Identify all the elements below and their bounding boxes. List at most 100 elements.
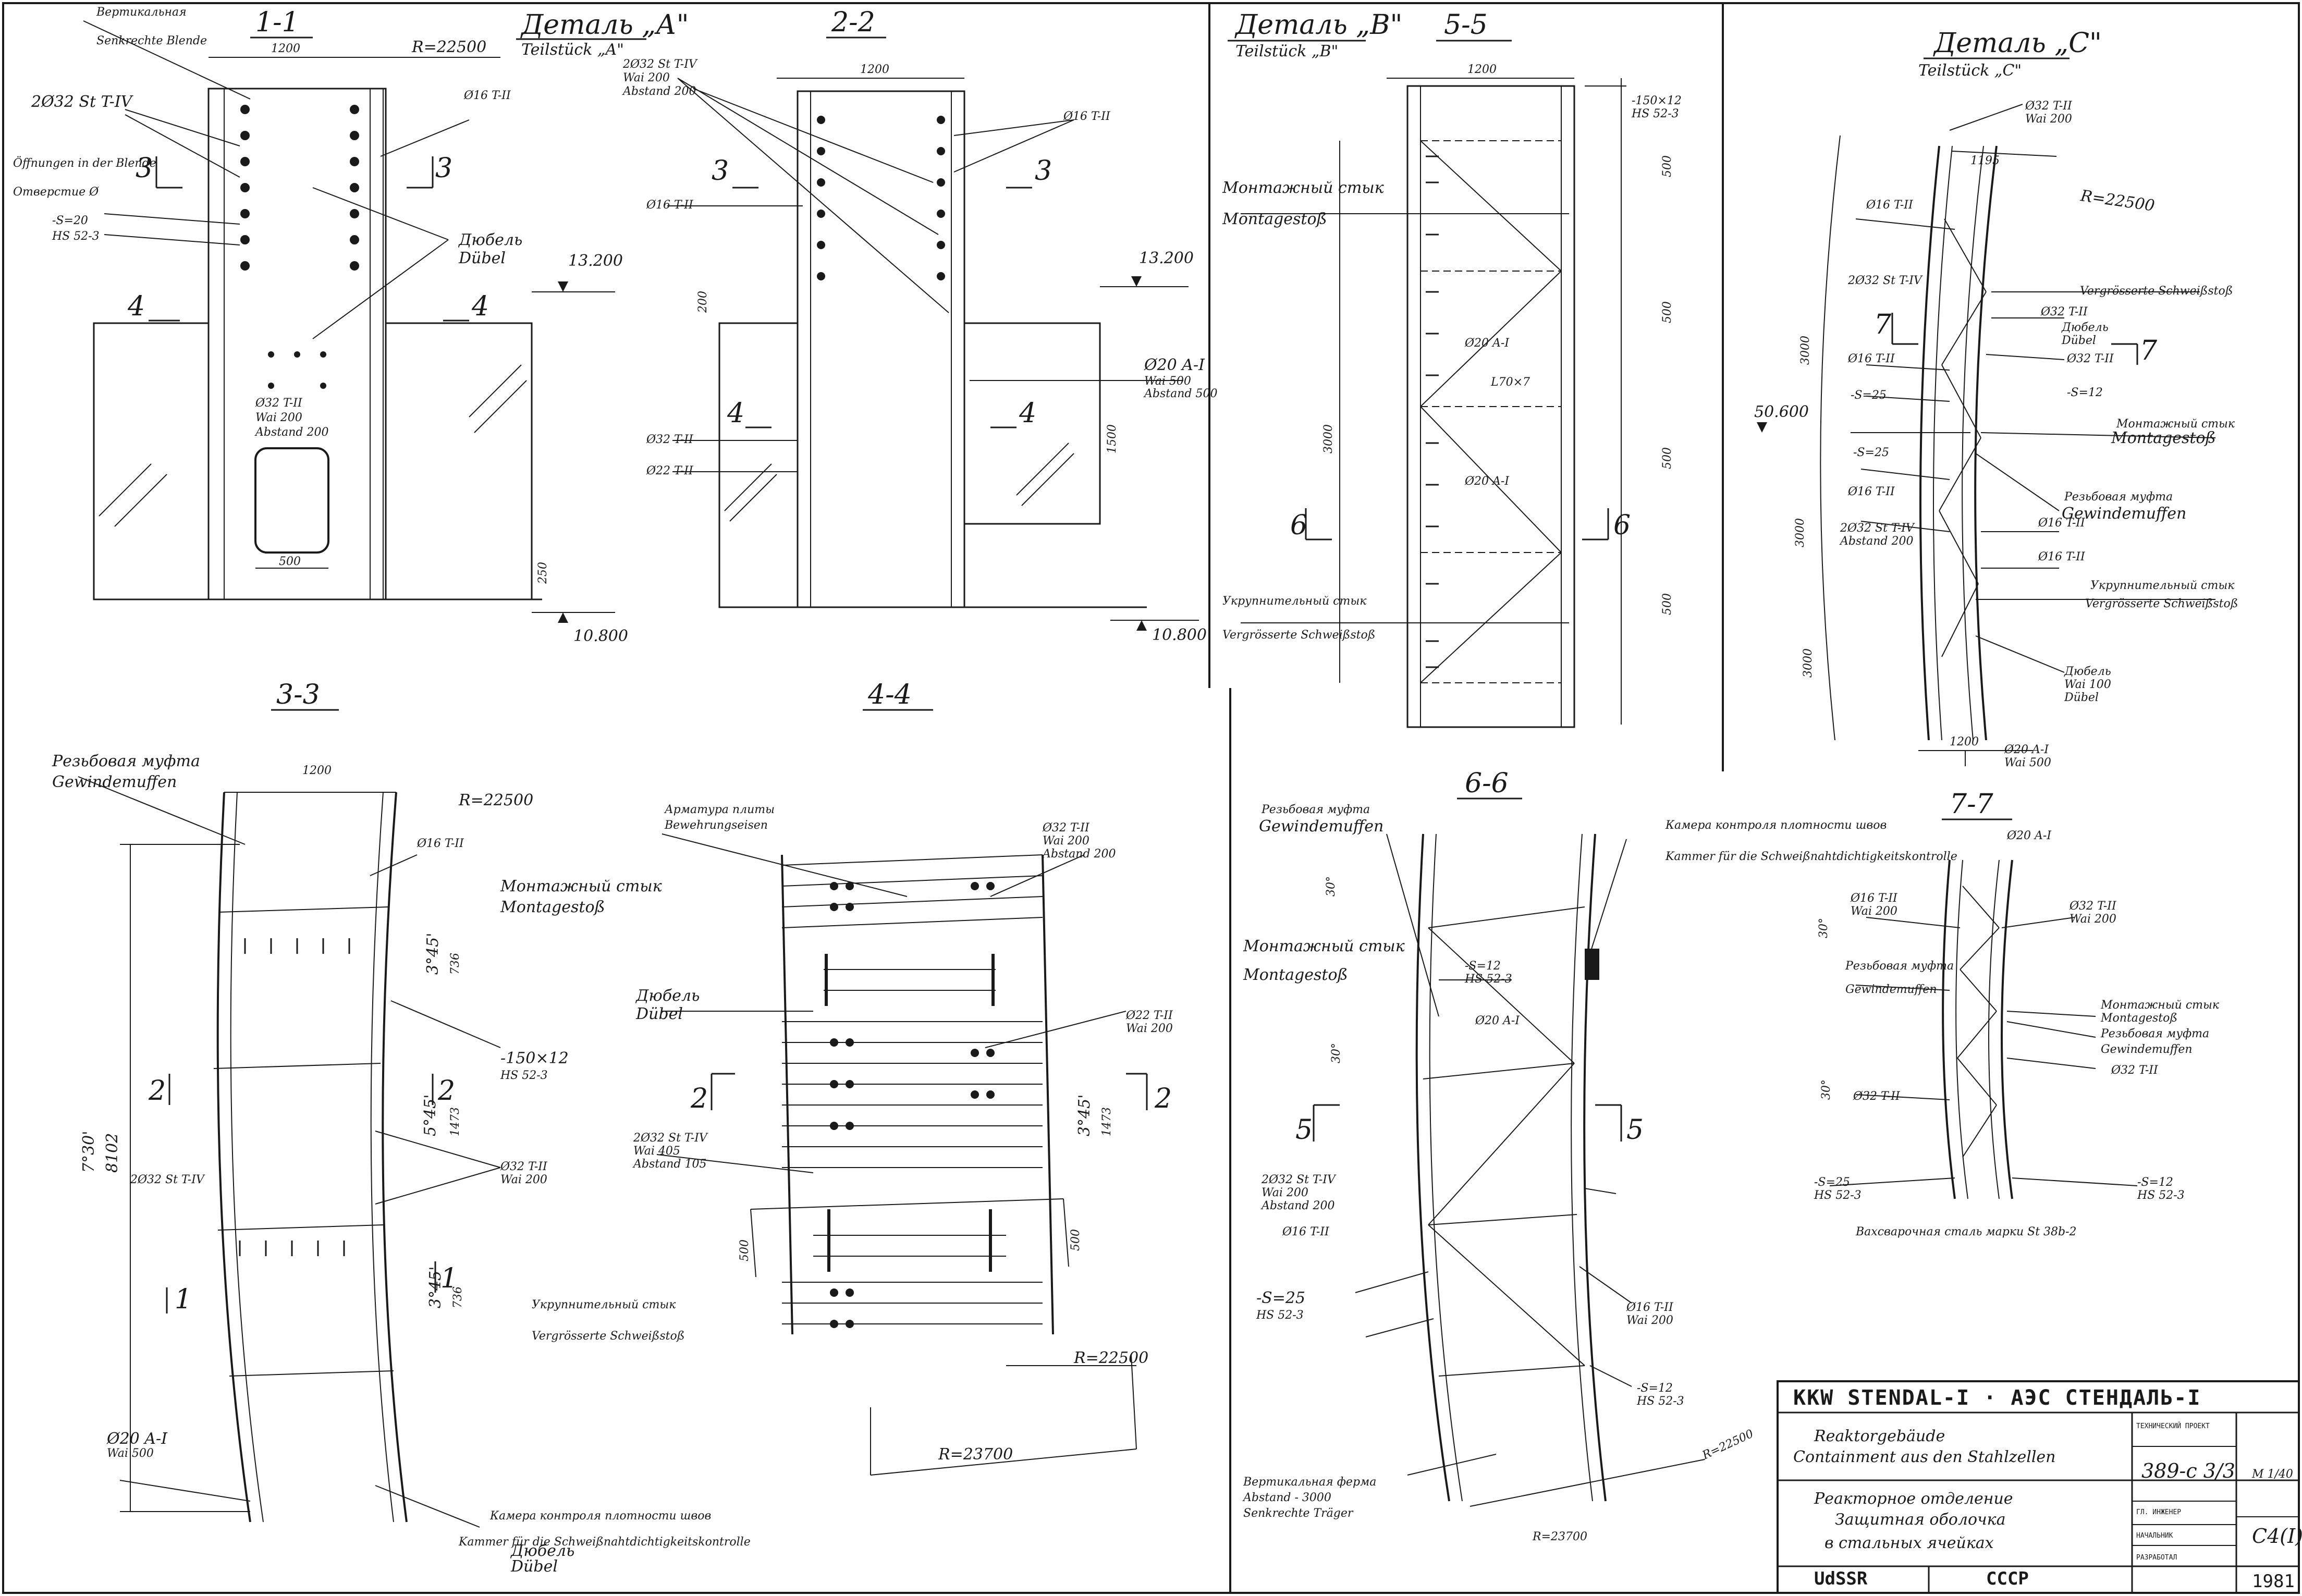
label-wai500-b: Wai 500	[1144, 375, 1191, 388]
label-abstand200-a: Abstand 200	[254, 426, 328, 439]
dim-3-45-d: 3°45'	[1075, 1094, 1094, 1136]
label-abstand200-f: Abstand 200	[1260, 1199, 1334, 1212]
dim-200-b: 200	[696, 291, 709, 313]
label-s12-f2: -S=12	[1637, 1382, 1673, 1395]
tb-org2: СССР	[1986, 1568, 2029, 1589]
label-dubel-de-g: Dübel	[2061, 334, 2096, 347]
label-kamera-de-c: Kammer für die Schweißnahtdichtigkeitsko…	[458, 1536, 751, 1549]
label-bar2032-d: 2Ø32 St T-IV	[633, 1132, 708, 1145]
label-bar16-f2: Ø16 T-II	[1626, 1301, 1674, 1314]
label-wai500-g: Wai 500	[2004, 756, 2051, 769]
dim-1500: 1500	[1106, 424, 1119, 453]
svg-text:5: 5	[1626, 1114, 1644, 1146]
bolt-pattern-a	[240, 105, 359, 389]
svg-text:6: 6	[1613, 510, 1631, 541]
cut-mark-4-left: 4	[127, 291, 180, 322]
label-ref-c: Вахсварочная сталь марки St 38b-2	[1855, 1225, 2077, 1238]
bolt-pattern-b	[817, 116, 945, 280]
label-muft-de-c: Gewindemuffen	[52, 773, 177, 791]
label-bar2032-c: 2Ø32 St T-IV	[130, 1173, 205, 1186]
kamera-block-6-6	[1585, 949, 1599, 980]
dim-1473-a: 1473	[449, 1107, 462, 1136]
label-wai500-c: Wai 500	[107, 1447, 154, 1460]
label-bar32-h2: Ø32 T-II	[2111, 1064, 2159, 1077]
dim-500-e3: 500	[1661, 447, 1674, 469]
dim-r22500-d: R=22500	[1073, 1349, 1148, 1367]
label-wai200-b: Wai 200	[623, 71, 670, 84]
label-wai200-c: Wai 200	[500, 1173, 547, 1186]
label-montage-ru-c: Монтажный стык	[500, 877, 662, 895]
label-hs523-f2: HS 52-3	[1256, 1309, 1304, 1322]
label-muft-ru-h: Резьбовая муфта	[1845, 960, 1954, 973]
tb-ru2: Защитная оболочка	[1835, 1511, 2005, 1529]
label-dubel-de-a: Dübel	[458, 249, 506, 267]
label-bar16-g: Ø16 T-II	[1866, 199, 1914, 212]
label-abstand105: Abstand 105	[632, 1158, 706, 1171]
dim-50600: 50.600	[1754, 403, 1809, 421]
label-montage-de-g: Montagestoß	[2111, 429, 2216, 447]
label-bar20-e: Ø20 A-I	[1464, 337, 1510, 350]
label-ukrup-de-g2: Vergrösserte Schweißstoß	[2085, 597, 2238, 610]
label-wai200-f2: Wai 200	[1626, 1314, 1673, 1327]
dim-500-e2: 500	[1661, 301, 1674, 323]
dim-500-d: 500	[738, 1239, 751, 1261]
label-hs523-f: HS 52-3	[1464, 973, 1512, 986]
label-montage-ru-h: Монтажный стык	[2100, 999, 2220, 1012]
label-ukrup-de-e: Vergrösserte Schweißstoß	[1222, 629, 1375, 642]
svg-text:4: 4	[471, 291, 489, 322]
dim-3000-g1: 3000	[1799, 336, 1812, 365]
label-bar22-b: Ø22 T-II	[646, 464, 694, 477]
label-muft-de-h: Gewindemuffen	[1845, 983, 1937, 996]
tb-code: 389-c 3/3	[2141, 1459, 2235, 1482]
dim-500-a: 500	[279, 555, 301, 568]
section-1-1-title: 1-1	[255, 7, 299, 38]
dim-5-45: 5°45'	[421, 1094, 439, 1136]
section-1-1-group: Деталь „А" Teilstück „A" 1-1 R=22500 120…	[13, 6, 689, 645]
tb-side3: НАЧАЛЬНИК	[2136, 1532, 2173, 1540]
label-montage-de-c: Montagestoß	[500, 898, 605, 916]
label-hs523-f3: HS 52-3	[1636, 1395, 1684, 1408]
tb-side2: ГЛ. ИНЖЕНЕР	[2136, 1508, 2181, 1516]
label-wai200-g: Wai 200	[2025, 113, 2072, 126]
bewehrung-lines-4-4	[750, 854, 1069, 1324]
label-dubel-de-d: Dübel	[635, 1005, 683, 1023]
svg-text:4: 4	[127, 291, 145, 322]
cut-mark-4-right-b: 4	[990, 398, 1036, 429]
svg-text:4: 4	[1019, 398, 1036, 429]
label-bar16-b: Ø16 T-II	[646, 199, 694, 212]
dim-r22500-f: R=22500	[1700, 1427, 1756, 1462]
label-bar2032-g2: 2Ø32 St T-IV	[1840, 522, 1915, 535]
section-4-4-group: 4-4	[632, 679, 1173, 1476]
label-kamera-ru-f: Камера контроля плотности швов	[1665, 819, 1887, 832]
svg-text:2: 2	[1154, 1083, 1172, 1114]
label-wai200-d: Wai 200	[1043, 834, 1089, 848]
label-montage-de-f: Montagestoß	[1243, 966, 1348, 984]
dim-30-f2: 30°	[1330, 1043, 1343, 1063]
label-abstand200-d: Abstand 200	[1042, 848, 1116, 861]
dim-1200-c: 1200	[302, 764, 332, 777]
dim-r23700-f: R=23700	[1532, 1530, 1587, 1543]
svg-text:1: 1	[175, 1284, 192, 1315]
dim-3000-g2: 3000	[1794, 518, 1807, 547]
elevation-10800-a: 10.800	[532, 612, 628, 645]
detail-b-ru: Деталь „B"	[1234, 9, 1402, 41]
tb-side1: ТЕХНИЧЕСКИЙ ПРОЕКТ	[2136, 1422, 2210, 1430]
label-dubel-ru-c: Дюбель	[510, 1542, 574, 1560]
title-block: KKW STENDAL-I · АЭС СТЕНДАЛЬ-I Reaktorge…	[1777, 1380, 2302, 1594]
cut-mark-2-left-d: 2	[690, 1073, 735, 1114]
tb-ru1: Реакторное отделение	[1814, 1490, 2013, 1508]
section-6-6-group: 6-6 Резьбовая муфта Gewindemuffen	[1242, 768, 1957, 1543]
dim-500-e1: 500	[1661, 155, 1674, 177]
svg-text:3: 3	[435, 153, 452, 184]
label-bar20-g: Ø20 A-I	[2004, 743, 2049, 756]
label-vert-blende-ru: Вертикальная	[96, 6, 187, 19]
svg-text:5: 5	[1295, 1114, 1313, 1146]
label-bar20-h: Ø20 A-I	[2006, 829, 2052, 842]
label-kamera-de-f: Kammer für die Schweißnahtdichtigkeitsko…	[1665, 850, 1957, 863]
label-bar32-c: Ø32 T-II	[500, 1160, 548, 1173]
label-bar32-b: Ø32 T-II	[646, 433, 694, 446]
label-bar16-g3: Ø16 T-II	[1847, 485, 1895, 498]
label-bar32-d: Ø32 T-II	[1042, 821, 1090, 834]
label-wai200-h: Wai 200	[1851, 905, 1897, 918]
